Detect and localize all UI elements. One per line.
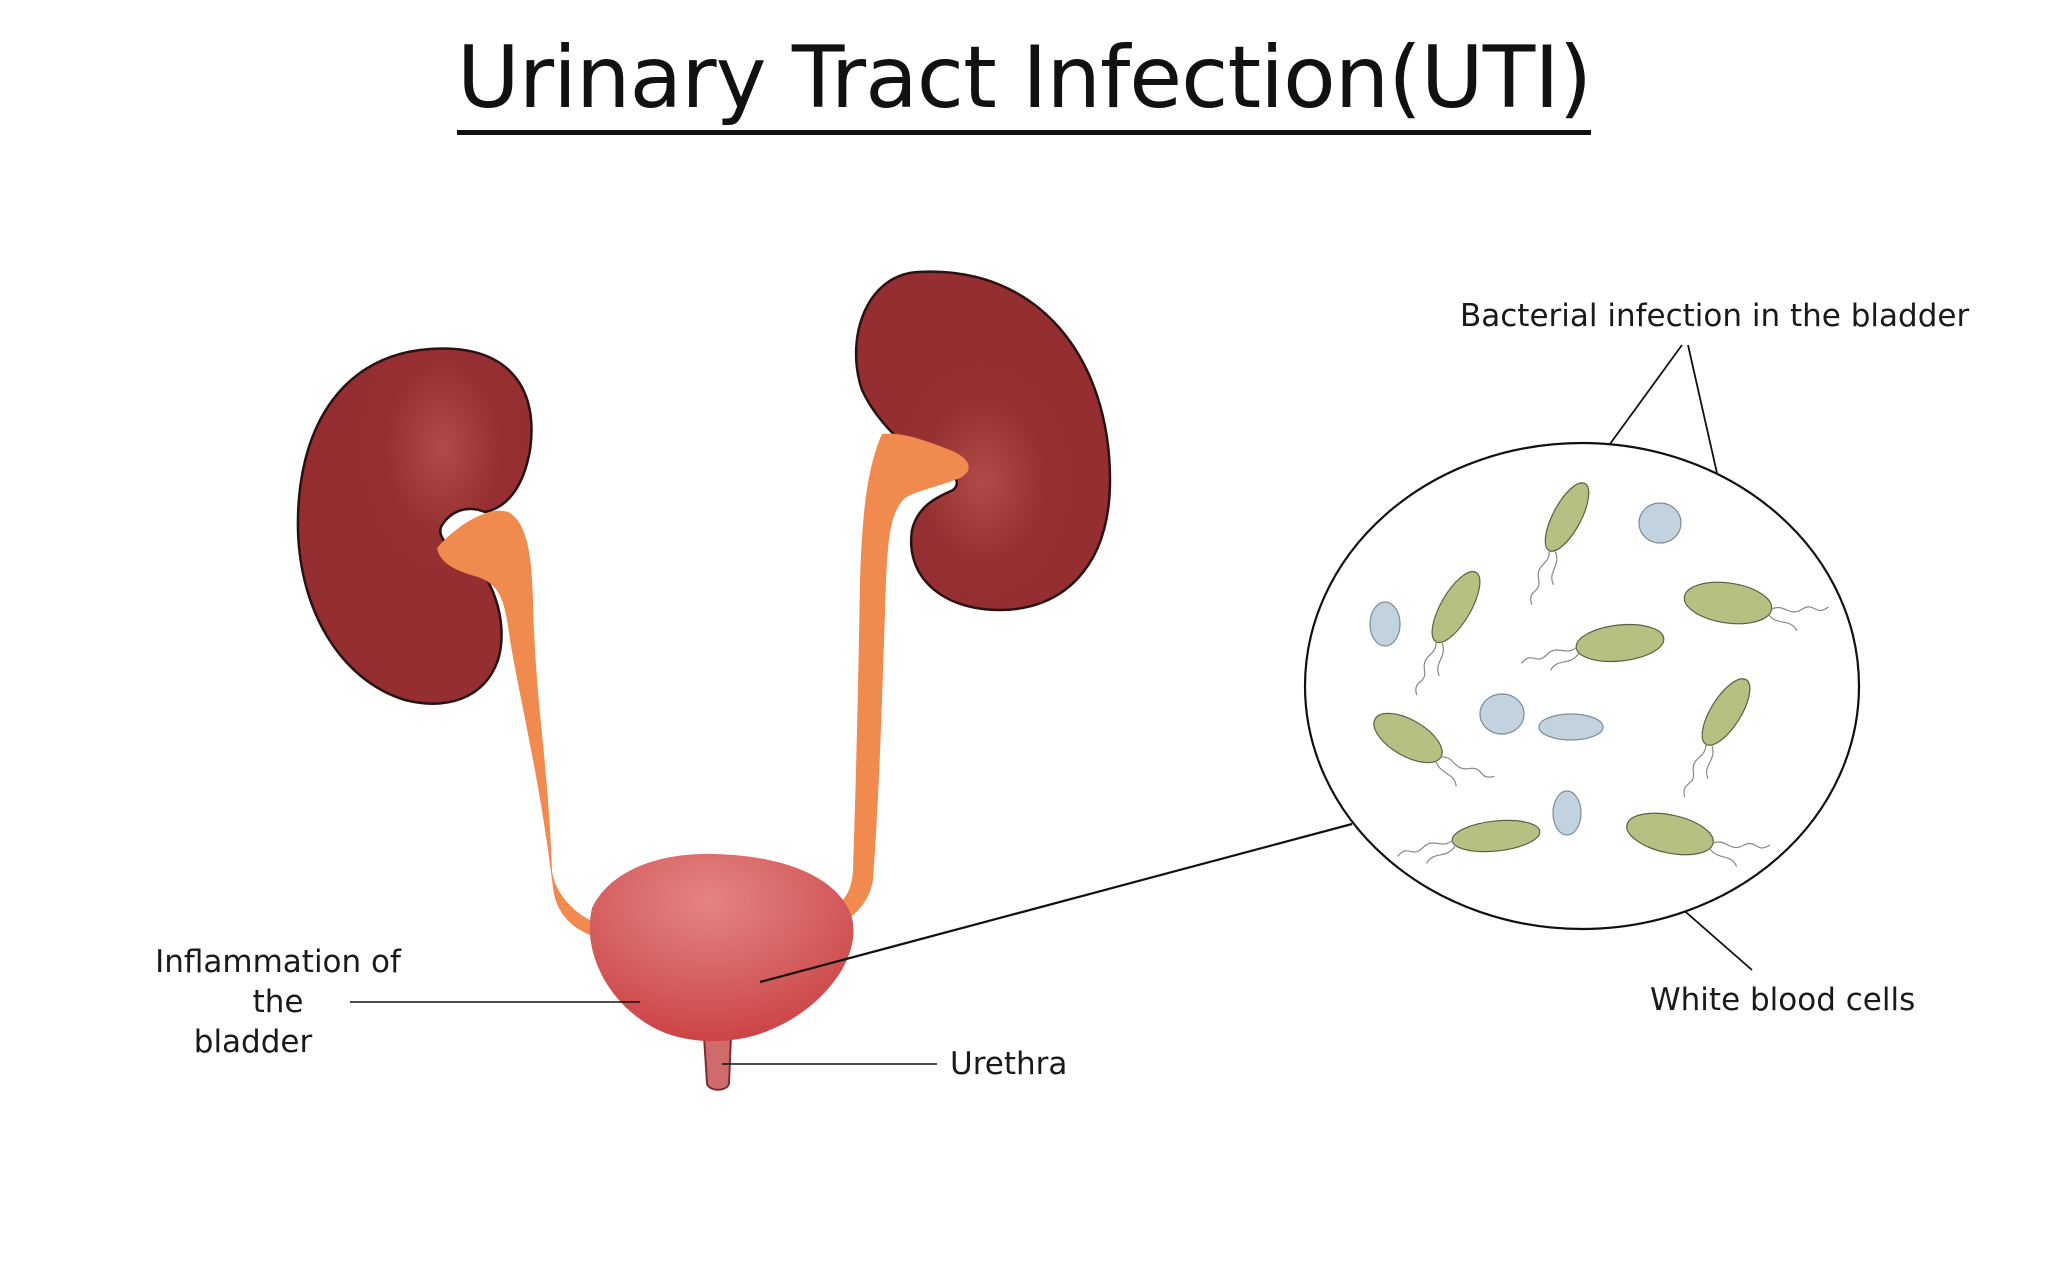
bacteria	[1373, 482, 1829, 867]
white-blood-cell	[1538, 713, 1604, 741]
inflammation-label: Inflammation of the bladder	[132, 942, 424, 1062]
left-kidney	[296, 347, 533, 705]
bacterium	[1626, 812, 1771, 867]
white-blood-cell	[1479, 693, 1525, 735]
bacterium	[1373, 712, 1495, 787]
bladder	[589, 853, 854, 1042]
title-text: Urinary Tract Infection(UTI)	[456, 28, 1592, 135]
inflammation-label-line1: Inflammation of the	[155, 944, 401, 1020]
bacterium	[1530, 482, 1590, 605]
white-blood-cells	[1369, 502, 1682, 836]
urethra-label: Urethra	[950, 1046, 1068, 1082]
right-ureter	[836, 433, 969, 922]
wbc-label: White blood cells	[1650, 982, 1916, 1018]
magnified-view-circle	[1303, 441, 1861, 931]
bacterium	[1683, 678, 1751, 798]
white-blood-cell	[1638, 502, 1682, 544]
bacterium	[1521, 623, 1665, 671]
zoom-connector-line	[759, 822, 1353, 984]
white-blood-cell	[1369, 601, 1401, 647]
diagram-title: Urinary Tract Infection(UTI)	[0, 28, 2048, 135]
bacterium	[1683, 581, 1829, 632]
urethra	[702, 1035, 733, 1091]
bacteria-label: Bacterial infection in the bladder	[1460, 298, 1970, 334]
bacterium	[1415, 570, 1481, 696]
bacterium	[1397, 819, 1541, 864]
left-ureter	[437, 510, 590, 935]
white-blood-cell	[1552, 790, 1582, 836]
inflammation-label-line2: bladder	[193, 1024, 313, 1060]
right-kidney	[854, 270, 1112, 612]
